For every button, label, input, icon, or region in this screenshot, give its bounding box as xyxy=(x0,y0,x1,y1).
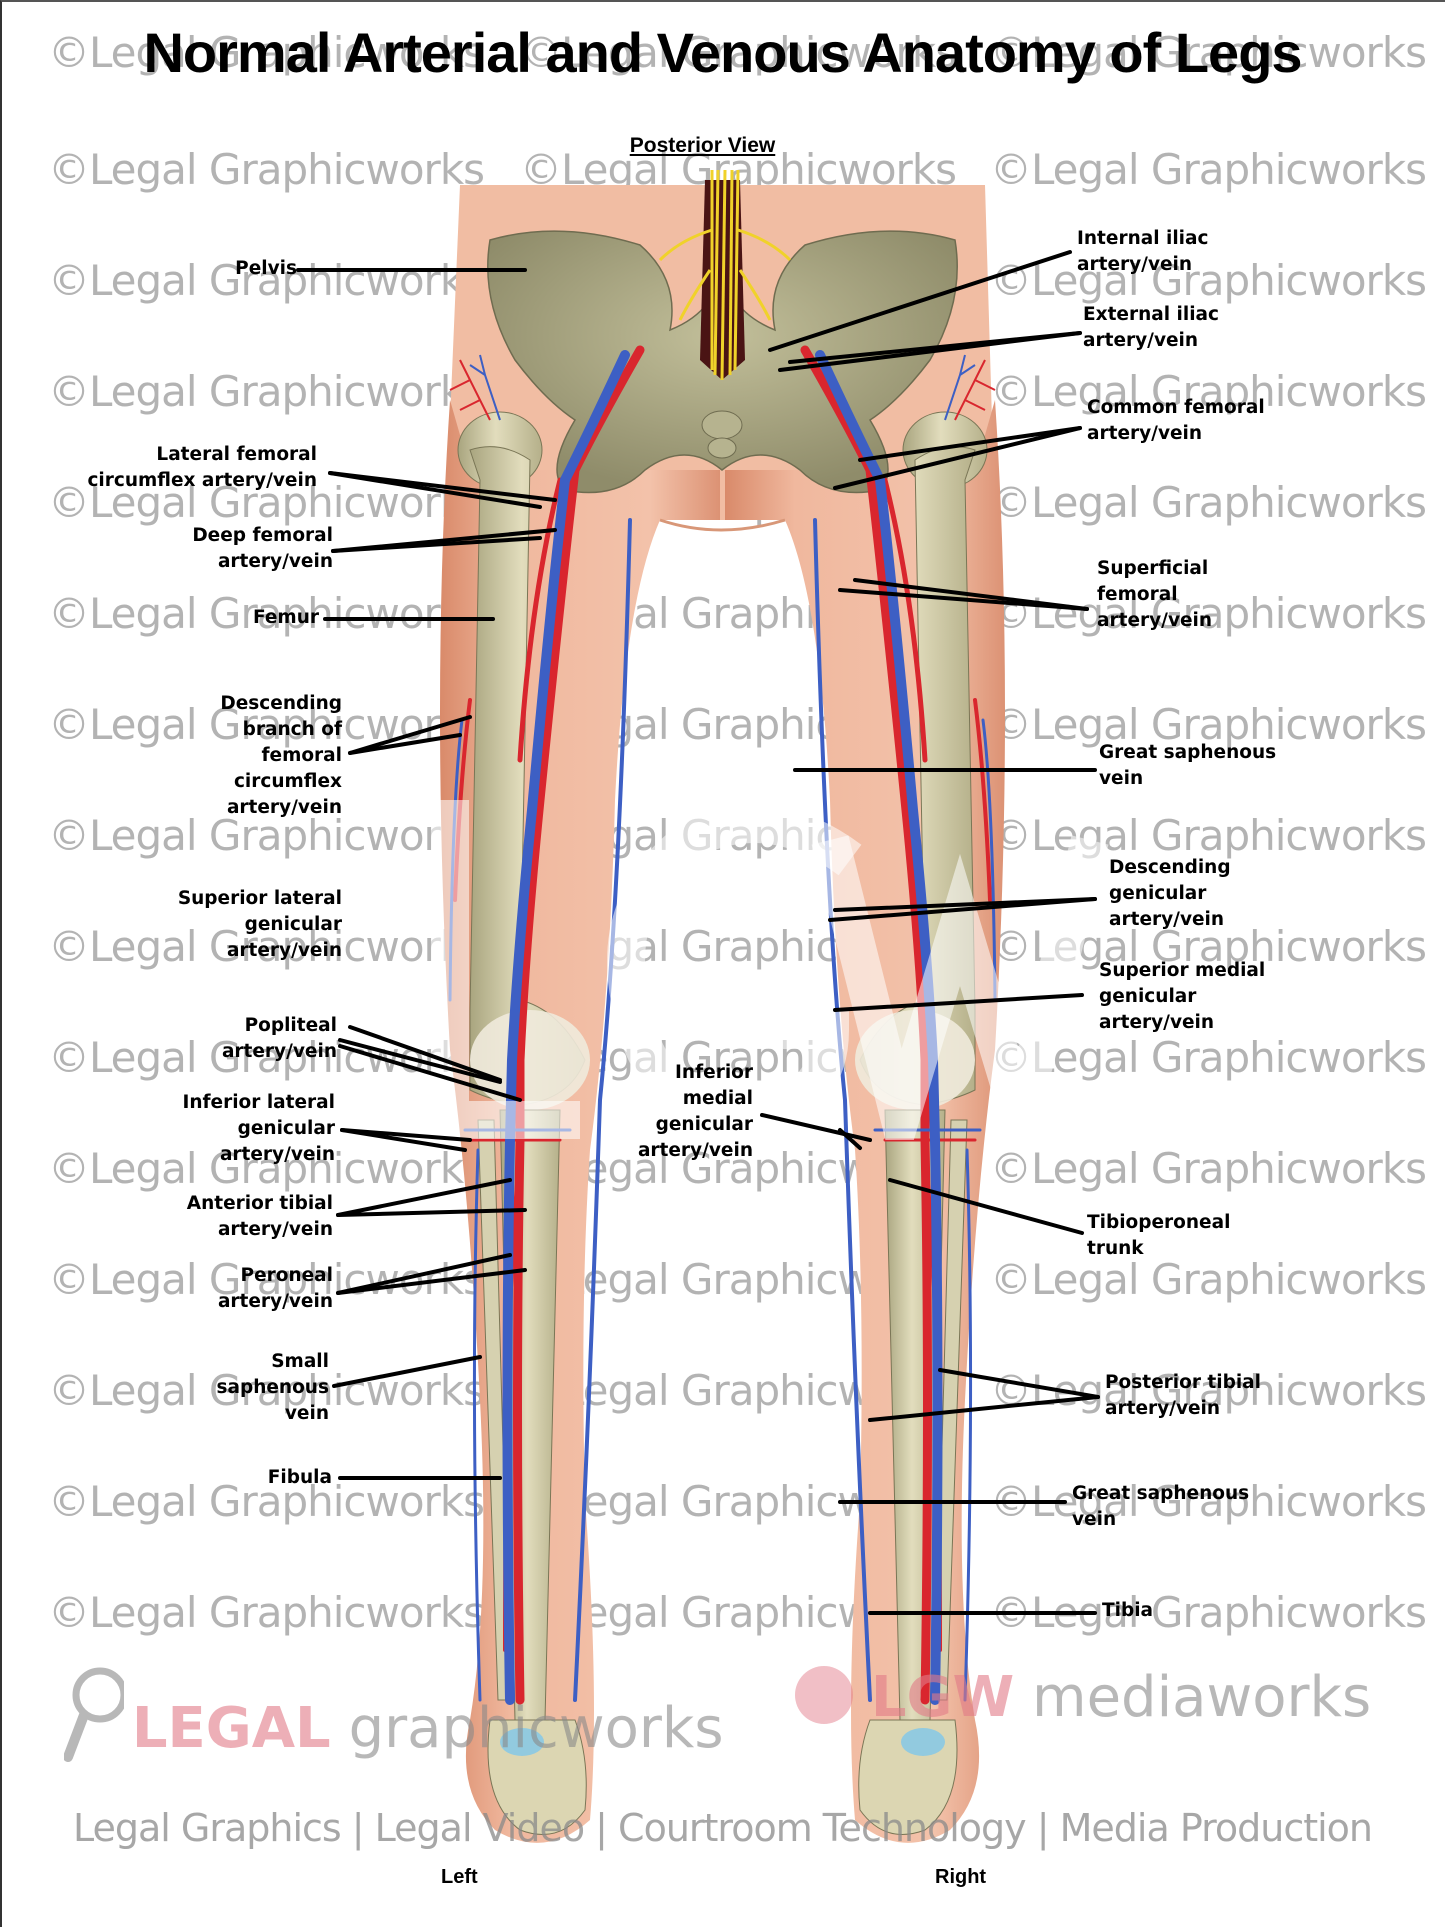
label-peroneal: Peroneal artery/vein xyxy=(217,1265,333,1312)
view-subtitle: Posterior View xyxy=(629,134,776,157)
brand-lgw-mediaworks: LGW mediaworks xyxy=(795,1665,1371,1730)
label-anterior-tibial: Anterior tibial artery/vein xyxy=(186,1193,333,1240)
label-pelvis: Pelvis xyxy=(235,258,297,279)
label-great-saphenous-upper: Great saphenous vein xyxy=(1099,742,1277,789)
brand-graphicworks-text: graphicworks xyxy=(348,1696,724,1761)
label-superior-lateral-genicular: Superior lateral genicular artery/vein xyxy=(177,888,342,961)
label-superior-medial-genicular: Superior medial genicular artery/vein xyxy=(1099,960,1266,1033)
label-posterior-tibial: Posterior tibial artery/vein xyxy=(1105,1372,1262,1419)
side-label-right: Right xyxy=(935,1866,987,1888)
label-small-saphenous: Small saphenous vein xyxy=(216,1351,329,1424)
brand-tagline: Legal Graphics | Legal Video | Courtroom… xyxy=(72,1806,1373,1850)
label-lateral-femoral-circumflex: Lateral femoral circumflex artery/vein xyxy=(87,444,317,491)
spinal-nerves xyxy=(658,169,792,381)
label-femur: Femur xyxy=(252,607,319,628)
brand-legal-text: LEGAL xyxy=(131,1696,331,1761)
label-deep-femoral: Deep femoral artery/vein xyxy=(192,525,333,572)
page-title: Normal Arterial and Venous Anatomy of Le… xyxy=(143,21,1302,84)
label-popliteal: Popliteal artery/vein xyxy=(221,1015,337,1062)
label-descending-branch-femoral-circumflex: Descending branch of femoral circumflex … xyxy=(220,693,342,818)
label-superficial-femoral: Superficial femoral artery/vein xyxy=(1097,558,1213,631)
label-tibia: Tibia xyxy=(1102,1600,1154,1621)
label-inferior-medial-genicular: Inferior medial genicular artery/vein xyxy=(637,1062,753,1161)
brand-mediaworks-text: mediaworks xyxy=(1032,1665,1372,1730)
play-icon xyxy=(795,1666,853,1724)
label-common-femoral: Common femoral artery/vein xyxy=(1087,397,1265,444)
brand-lgw-text: LGW xyxy=(870,1665,1015,1730)
label-great-saphenous-lower: Great saphenous vein xyxy=(1072,1483,1250,1530)
label-inferior-lateral-genicular: Inferior lateral genicular artery/vein xyxy=(182,1092,335,1165)
label-external-iliac: External iliac artery/vein xyxy=(1083,304,1219,351)
label-descending-genicular: Descending genicular artery/vein xyxy=(1109,857,1231,930)
magnifier-icon xyxy=(63,1665,128,1762)
brand-legal-graphicworks: LEGAL graphicworks xyxy=(63,1665,724,1762)
label-internal-iliac: Internal iliac artery/vein xyxy=(1077,228,1209,275)
label-tibioperoneal-trunk: Tibioperoneal trunk xyxy=(1087,1212,1231,1259)
label-fibula: Fibula xyxy=(267,1467,332,1488)
side-label-left: Left xyxy=(441,1866,478,1888)
